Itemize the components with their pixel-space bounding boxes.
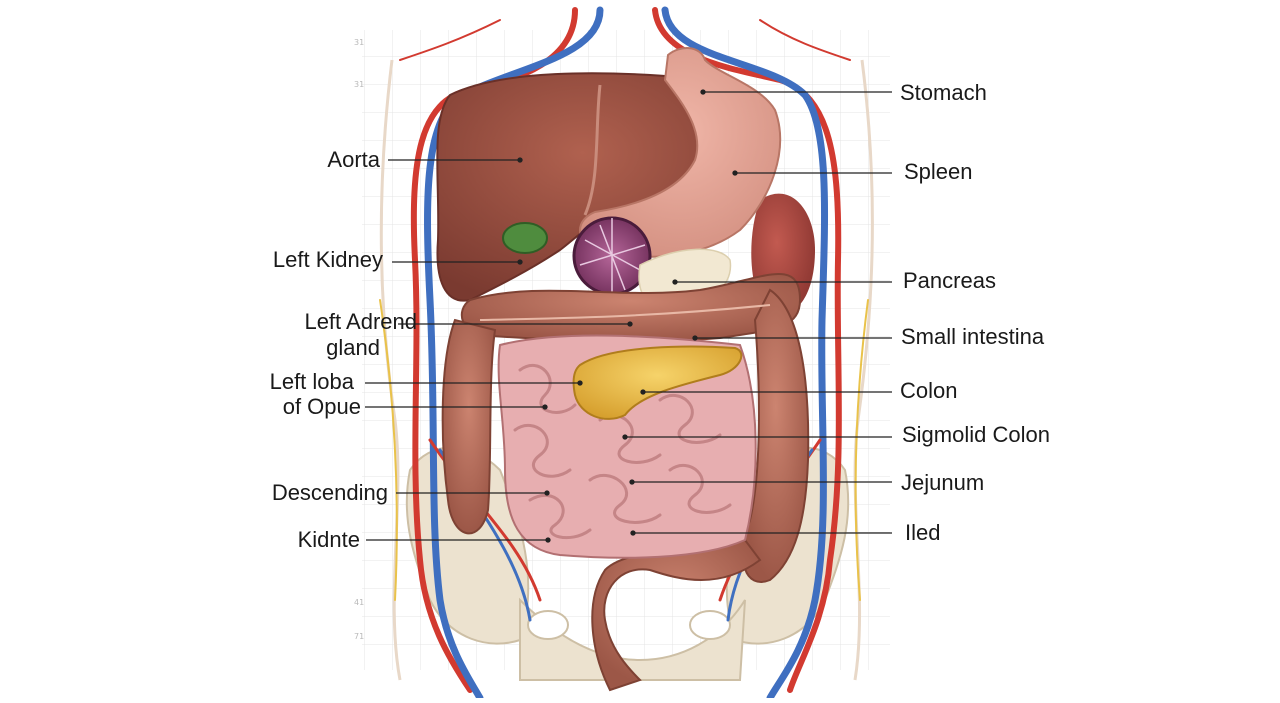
label-stomach: Stomach: [900, 80, 987, 105]
pancreas-organ: [572, 345, 743, 420]
gallbladder-organ: [502, 222, 548, 254]
leader-lines: [365, 89, 892, 543]
grid-number: 41: [354, 598, 365, 607]
grid-number: 31: [354, 38, 365, 47]
label-left-kidney: Left Kidney: [272, 247, 383, 272]
grid-number: 71: [354, 632, 365, 641]
label-pancreas: Pancreas: [903, 268, 996, 293]
label-left-loba: Left loba: [269, 369, 354, 394]
grid-number: 31: [354, 80, 365, 89]
label-aorta: Aorta: [327, 147, 380, 172]
label-of-opue: of Opue: [282, 394, 361, 419]
label-colon: Colon: [900, 378, 958, 403]
label-iled: Iled: [905, 520, 941, 545]
label-sigmolid-colon: Sigmolid Colon: [902, 422, 1050, 447]
label-spleen: Spleen: [904, 159, 973, 184]
label-descending: Descending: [271, 480, 388, 505]
label-kidnte: Kidnte: [297, 527, 360, 552]
label-small-intestina: Small intestina: [901, 324, 1045, 349]
label-left-adrend: Left Adrend: [304, 309, 417, 334]
small-intestine-organ: [497, 334, 757, 559]
label-jejunum: Jejunum: [901, 470, 985, 495]
label-gland: gland: [326, 335, 380, 360]
